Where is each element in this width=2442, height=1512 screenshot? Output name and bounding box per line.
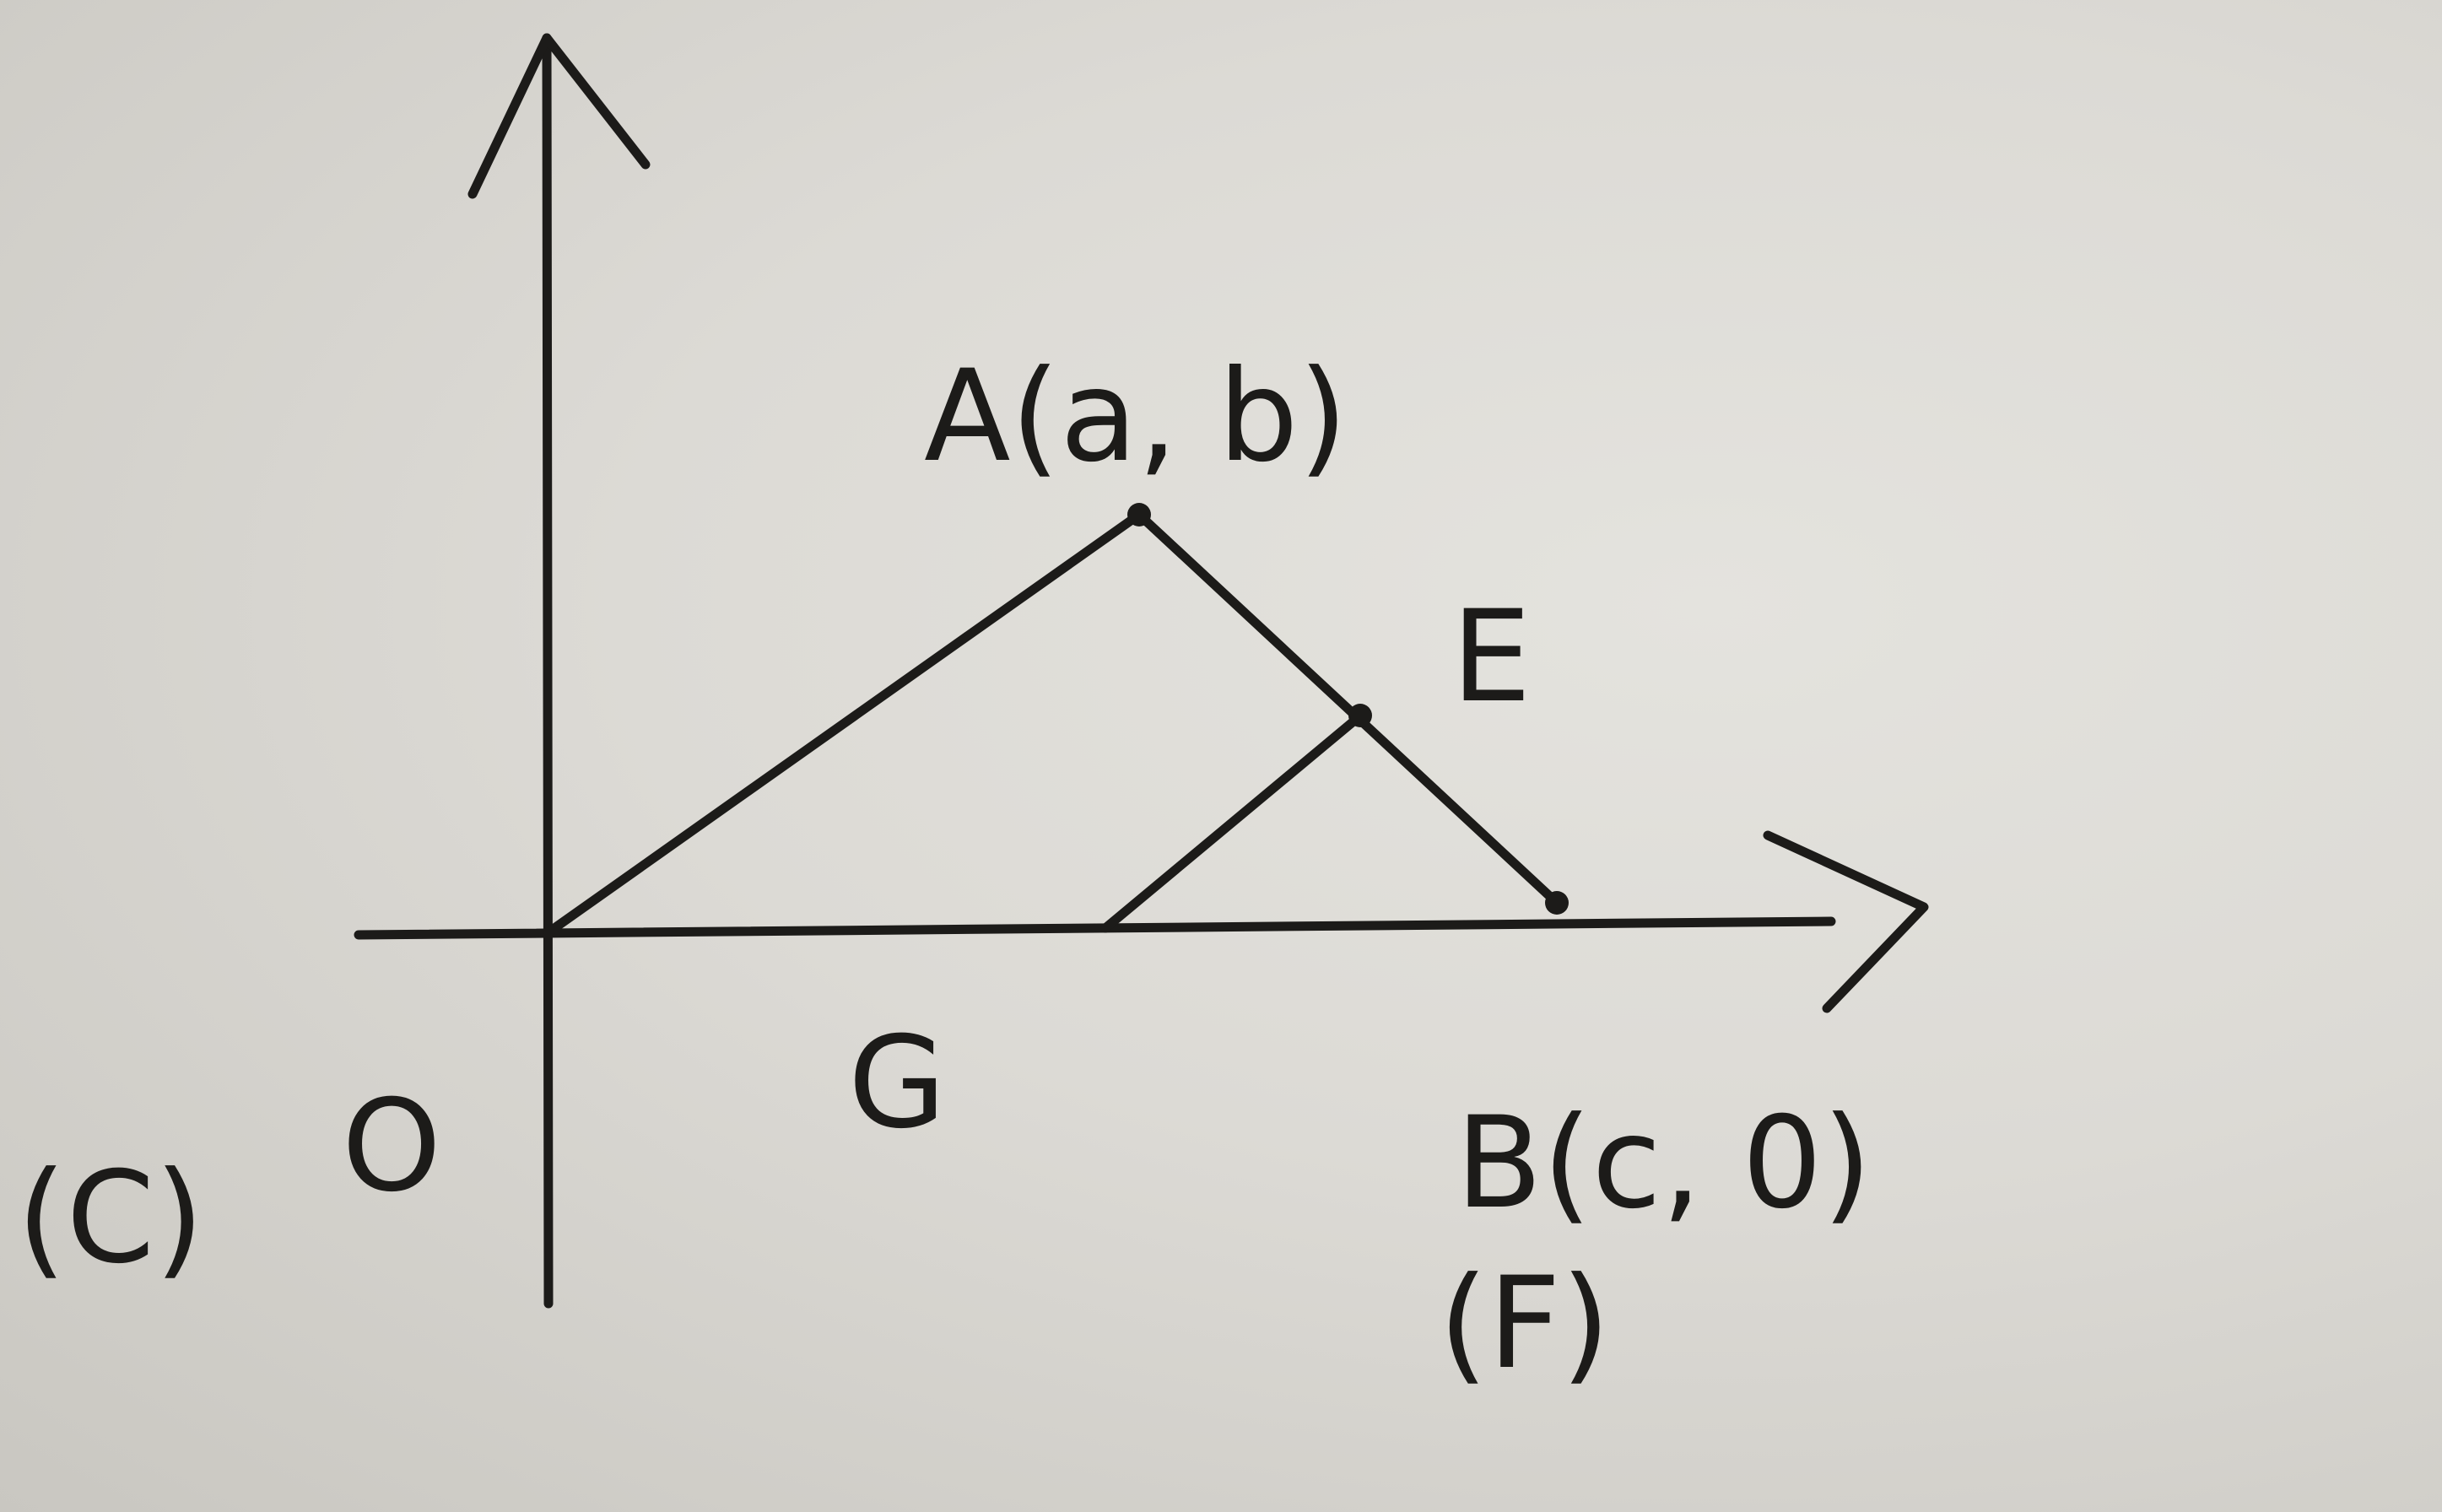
label-C: (C) xyxy=(17,1145,204,1292)
point-A-dot xyxy=(1127,503,1151,526)
segment-AB xyxy=(1134,510,1562,908)
coordinate-axes xyxy=(354,33,1929,1309)
segment-GE xyxy=(1100,712,1364,933)
x-axis-arrowhead xyxy=(1763,830,1929,1013)
label-O: O xyxy=(342,1073,441,1220)
label-A: A(a, b) xyxy=(924,343,1348,490)
triangle-figure xyxy=(543,503,1569,937)
y-axis-arrowhead xyxy=(467,33,651,199)
segment-OA xyxy=(543,510,1144,937)
label-G: G xyxy=(848,1010,946,1157)
label-E: E xyxy=(1451,584,1532,731)
point-labels: A(a, b) E G B(c, 0) (F) (C) O xyxy=(17,343,1872,1397)
label-B: B(c, 0) xyxy=(1456,1090,1872,1237)
point-B-dot xyxy=(1545,891,1569,915)
label-F: (F) xyxy=(1439,1250,1610,1397)
x-axis xyxy=(354,916,1836,940)
y-axis xyxy=(542,33,554,1309)
point-E-dot xyxy=(1348,704,1372,727)
